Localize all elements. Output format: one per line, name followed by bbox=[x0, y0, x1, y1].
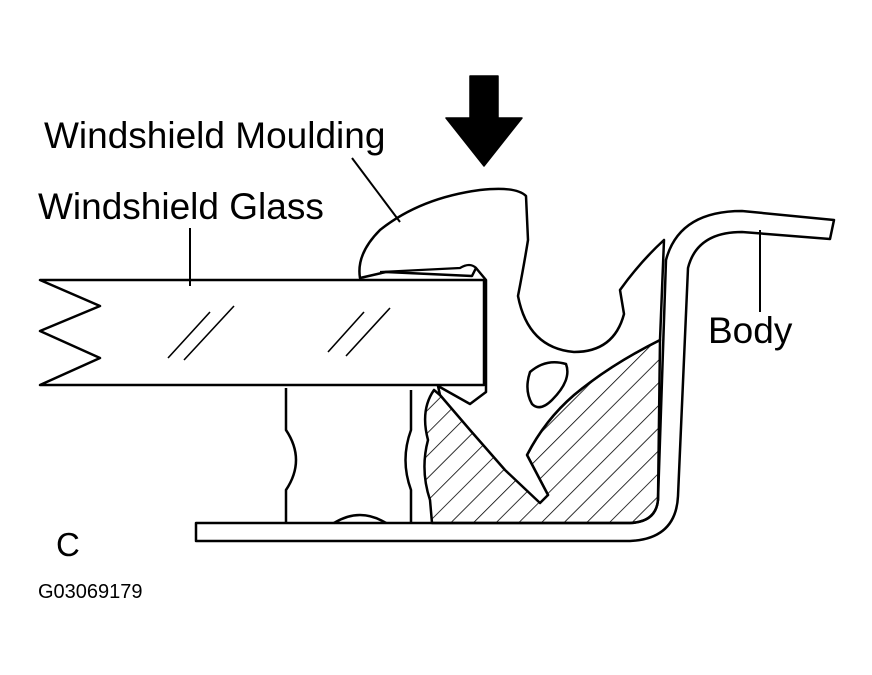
leader-moulding bbox=[351, 157, 401, 223]
spacer-block bbox=[284, 388, 413, 523]
arrow-down-icon bbox=[445, 75, 523, 167]
figure-code: G03069179 bbox=[38, 581, 143, 603]
label-body: Body bbox=[708, 310, 793, 351]
moulding-void bbox=[526, 361, 569, 409]
label-windshield-glass: Windshield Glass bbox=[38, 186, 324, 227]
moulding-lip bbox=[379, 263, 477, 274]
glass-pane bbox=[38, 278, 486, 387]
spacer-cap bbox=[333, 513, 387, 525]
label-windshield-moulding: Windshield Moulding bbox=[44, 115, 386, 156]
glass-glare bbox=[167, 305, 391, 361]
view-marker: C bbox=[56, 526, 80, 563]
moulding-seal bbox=[358, 187, 666, 505]
